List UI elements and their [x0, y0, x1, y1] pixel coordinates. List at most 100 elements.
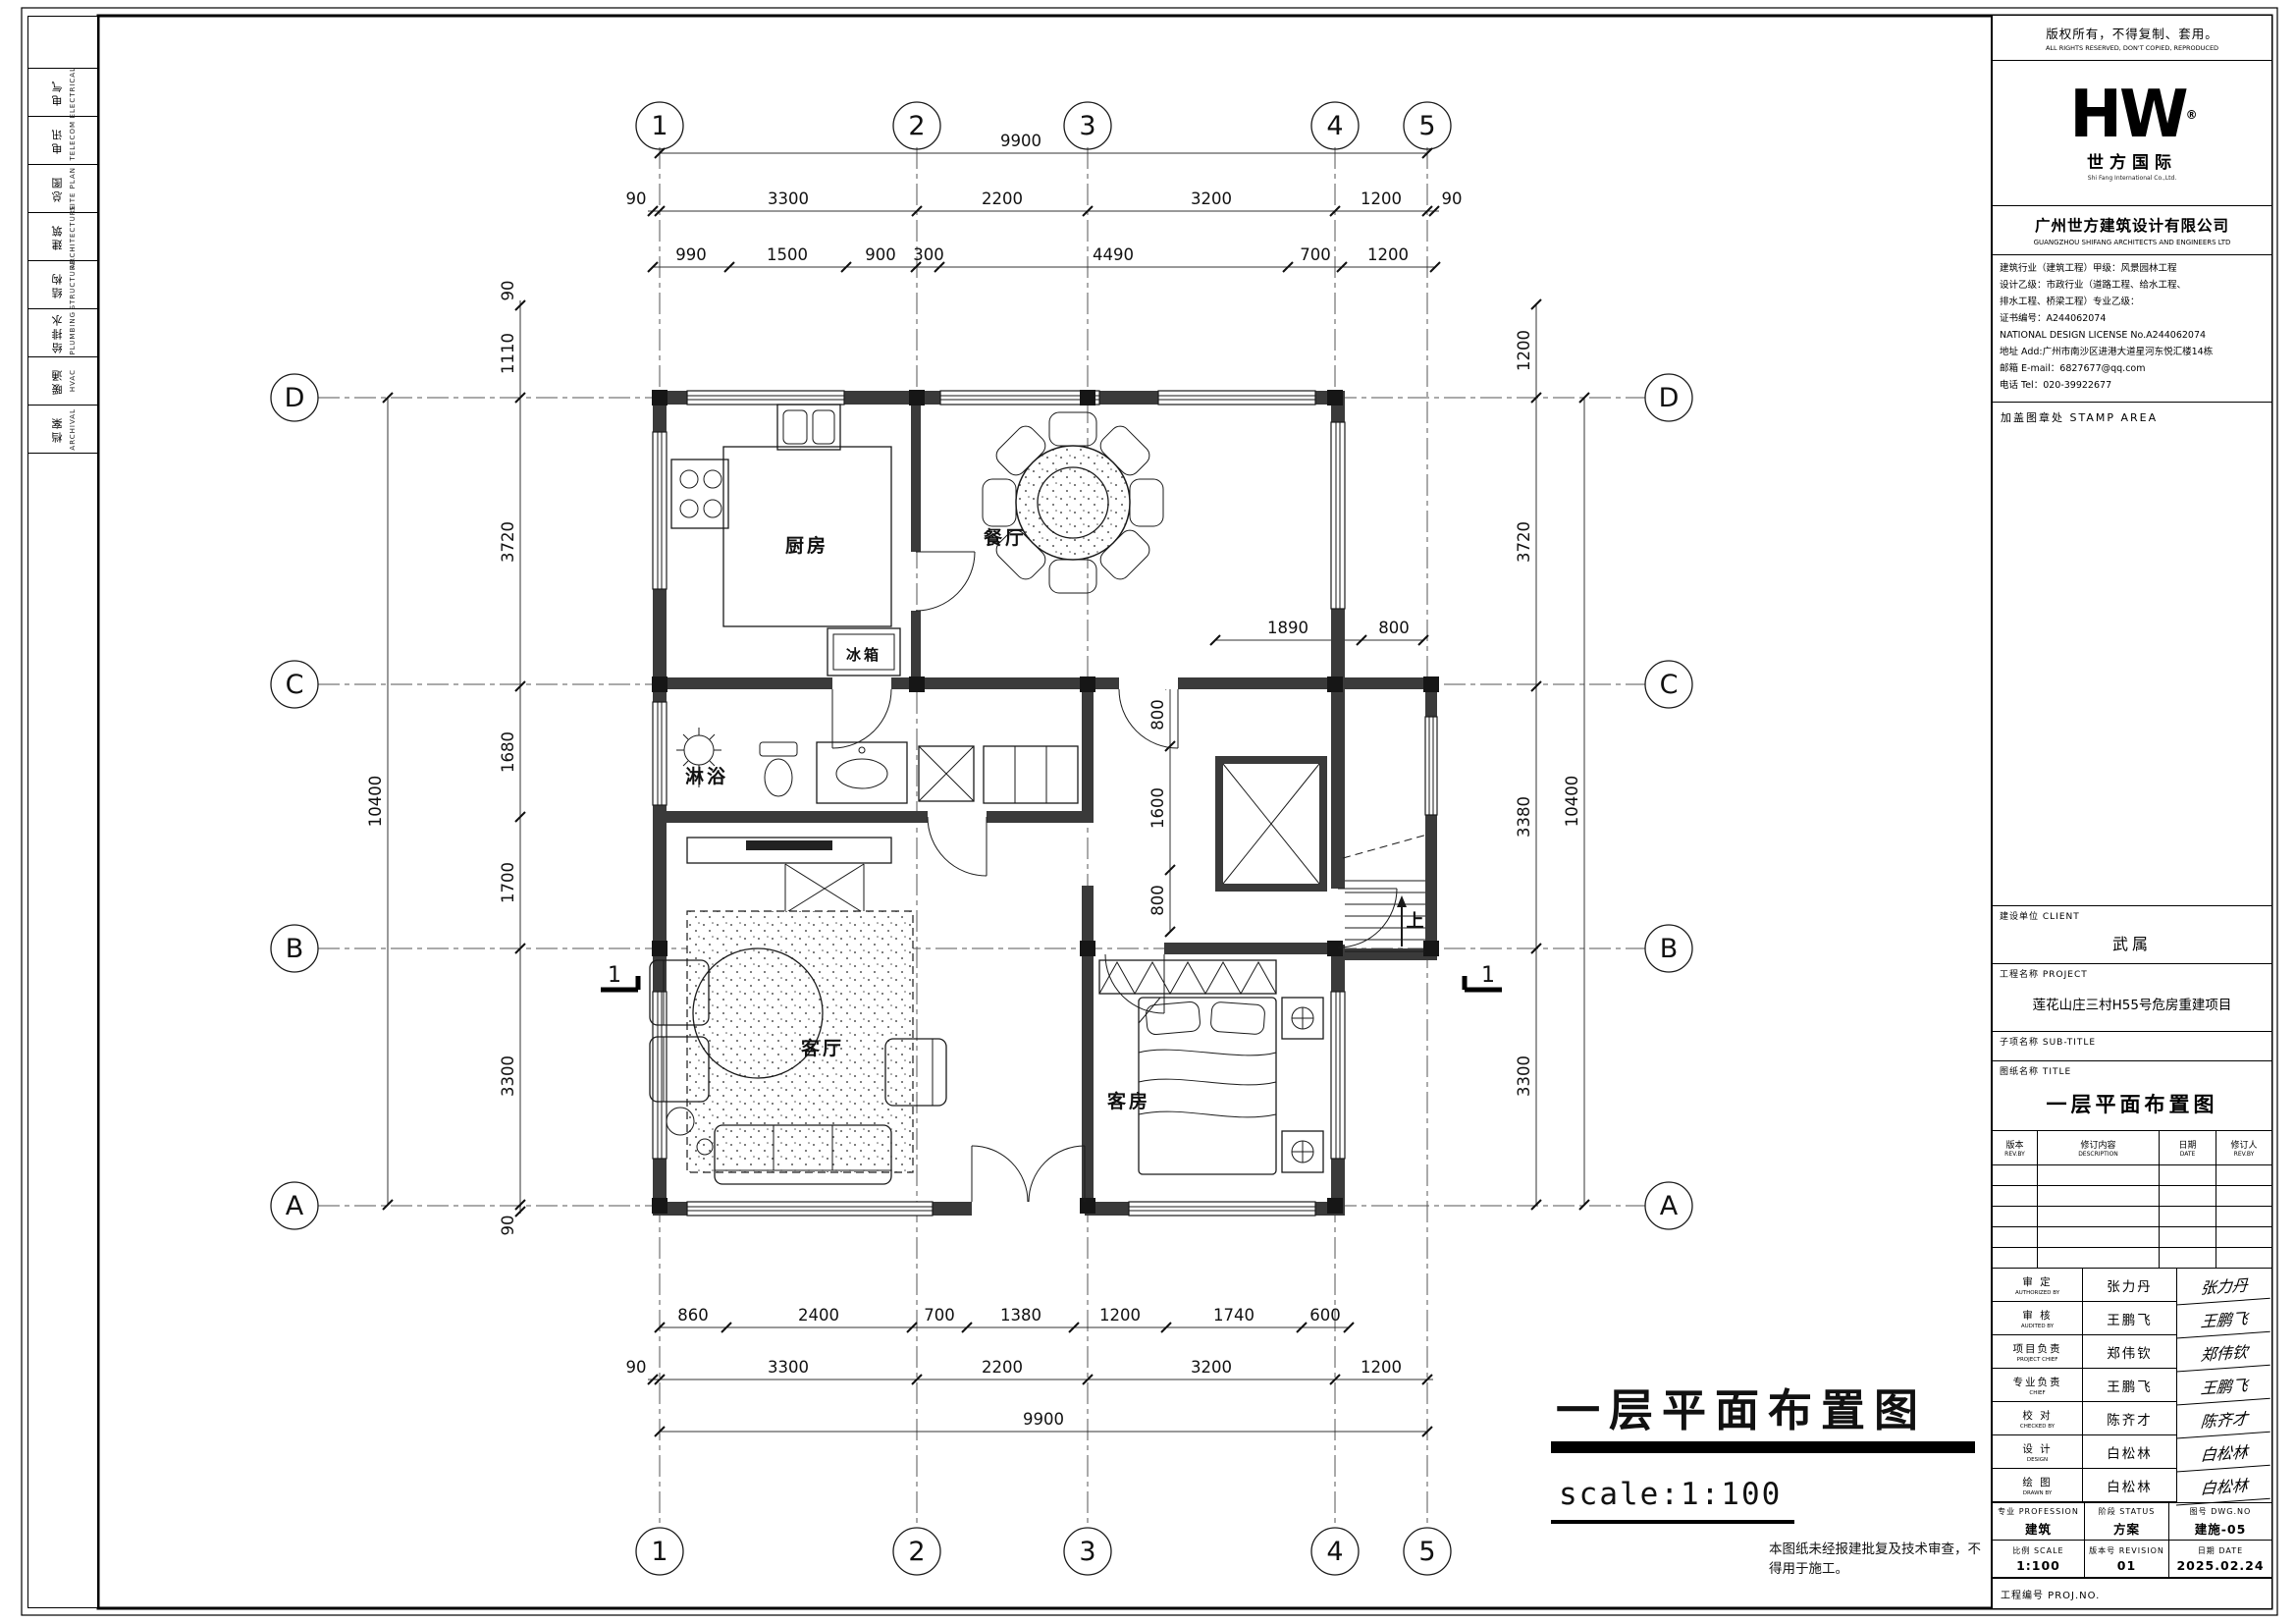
meta-scale: 1:100: [2016, 1557, 2060, 1573]
strip-item-archival: 档案 ARCHIVAL: [28, 406, 97, 454]
credentials-box: 建筑行业（建筑工程）甲级：风景园林工程 设计乙级：市政行业（道路工程、给水工程、…: [1993, 255, 2271, 403]
person-role: 绘 图: [2022, 1476, 2053, 1488]
client-label: 建设单位 CLIENT: [2000, 912, 2080, 922]
window: [1424, 716, 1438, 816]
strip-item-structure: 结构 STRUCTURE: [28, 259, 97, 310]
subtitle-label: 子项名称 SUB-TITLE: [2000, 1038, 2097, 1048]
axis-row-Ab: A: [1660, 1191, 1679, 1221]
window: [652, 991, 667, 1160]
strip-zh: 暖通: [50, 367, 64, 395]
windows: [652, 390, 1438, 1217]
bed: [1138, 997, 1277, 1175]
strip-empty: [28, 454, 97, 1607]
dim: 1200: [1361, 189, 1402, 208]
wardrobe: [1098, 959, 1277, 996]
dim: 1200: [1515, 330, 1533, 371]
drawing-title: 一层平面布置图 scale:1:100: [1551, 1384, 1975, 1524]
fridge: 冰箱: [827, 627, 901, 676]
kitchen-sink: [776, 404, 841, 451]
section-label: 1: [1481, 963, 1495, 988]
axis-col-4b: 4: [1326, 1537, 1343, 1567]
strip-en: HVAC: [68, 369, 77, 393]
rev-col-sub: DESCRIPTION: [2078, 1151, 2118, 1158]
meta-label-en: REVISION: [2118, 1545, 2164, 1555]
meta-profession: 建筑: [2024, 1521, 2052, 1537]
dim: 1500: [767, 245, 808, 264]
dim: 90: [499, 1216, 517, 1236]
dim: 10400: [1563, 776, 1581, 828]
doors: [831, 551, 1398, 1203]
sheet-title-label: 图纸名称 TITLE: [2000, 1067, 2072, 1077]
dim: 3300: [768, 1358, 809, 1377]
rev-empty-cell: [1993, 1227, 2038, 1248]
dim: 90: [626, 189, 647, 208]
window: [652, 701, 667, 806]
registered-icon: ®: [2185, 107, 2198, 122]
client-box: 建设单位 CLIENT 武属: [1993, 906, 2271, 964]
meta-status: 方案: [2112, 1521, 2140, 1537]
dim: 600: [1309, 1306, 1341, 1325]
dining-label: 餐厅: [984, 526, 1027, 549]
axis-row-A: A: [286, 1191, 304, 1221]
dim: 1890: [1267, 619, 1308, 637]
person-role-en: DRAWN BY: [2022, 1489, 2053, 1496]
axis-col-3: 3: [1079, 111, 1095, 141]
dining-set: [982, 411, 1164, 594]
rev-col-sub: REV.BY: [2004, 1151, 2025, 1158]
strip-zh: 结构: [50, 271, 64, 298]
bath-label: 淋浴: [685, 765, 728, 787]
company-name-box: 广州世方建筑设计有限公司 GUANGZHOU SHIFANG ARCHITECT…: [1993, 206, 2271, 255]
strip-item-plumbing: 给排水 PLUMBING: [28, 309, 97, 357]
person-role-en: CHECKED BY: [2019, 1423, 2056, 1430]
person-role-en: AUTHORIZED BY: [2014, 1289, 2060, 1296]
cred-line: 电话 Tel：020-39922677: [2000, 380, 2112, 391]
side-table: [696, 1138, 714, 1156]
title-underline: [1551, 1441, 1975, 1453]
dim: 1380: [1000, 1306, 1041, 1325]
kitchen-label: 厨房: [785, 534, 828, 557]
plan-title-text: 一层平面布置图: [1556, 1384, 1927, 1436]
window: [686, 390, 845, 406]
meta-label: 阶段: [2098, 1506, 2116, 1516]
sofa: [714, 1124, 892, 1185]
cred-line: 建筑行业（建筑工程）甲级：风景园林工程: [2000, 263, 2177, 274]
strip-zh: 建筑: [50, 223, 64, 250]
strip-en: ARCHIVAL: [68, 407, 77, 451]
copyright-en: ALL RIGHTS RESERVED, DON'T COPIED, REPRO…: [2045, 44, 2219, 52]
dim: 90: [626, 1358, 647, 1377]
project-label: 工程名称 PROJECT: [2000, 970, 2088, 980]
meta-revision: 01: [2116, 1557, 2137, 1573]
dim: 860: [677, 1306, 709, 1325]
guest-label: 客房: [1107, 1090, 1150, 1112]
dim: 3720: [1515, 521, 1533, 563]
person-name: 张力丹: [2083, 1269, 2177, 1302]
stair-up-label: 上: [1407, 911, 1427, 932]
dim: 1680: [499, 731, 517, 773]
strip-en: ELECTRICAL: [68, 66, 77, 119]
dim: 800: [1148, 699, 1167, 730]
company-zh: 广州世方建筑设计有限公司: [2034, 217, 2229, 235]
cred-line: 证书编号：A244062074: [2000, 313, 2107, 324]
dim: 2400: [798, 1306, 839, 1325]
axis-row-Bb: B: [1660, 934, 1679, 964]
dim: 1600: [1148, 787, 1167, 829]
dim: 1740: [1213, 1306, 1255, 1325]
sheet-frame: [21, 7, 2278, 1616]
meta-label: 日期: [2197, 1545, 2216, 1555]
meta-label: 专业: [1998, 1506, 2016, 1516]
rev-empty-cell: [1993, 1186, 2038, 1207]
title-block: 版权所有，不得复制、套用。 ALL RIGHTS RESERVED, DON'T…: [1991, 16, 2273, 1608]
rev-col-label: 日期: [2178, 1141, 2197, 1151]
meta-date: 2025.02.24: [2176, 1557, 2265, 1573]
axis-row-C: C: [286, 670, 304, 700]
person-role-en: CHIEF: [2029, 1389, 2046, 1396]
dim: 2200: [982, 1358, 1023, 1377]
person-role-en: PROJECT CHIEF: [2016, 1356, 2058, 1363]
strip-en: STRUCTURE: [68, 259, 77, 310]
door-bath-inner: [927, 816, 988, 877]
door-guest: [1104, 953, 1165, 1014]
discipline-strip: 电气 ELECTRICAL 电讯 TELECOM 总图 SITE PLAN 建筑…: [27, 16, 98, 1608]
vanity-sink: [816, 741, 908, 804]
